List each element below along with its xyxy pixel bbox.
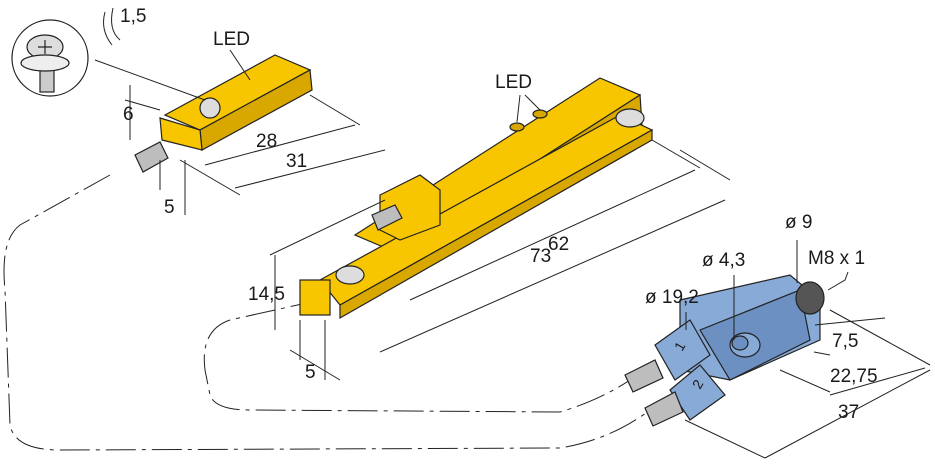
small-led-label: LED (213, 29, 250, 50)
small-height-label: 6 (123, 104, 134, 125)
large-led-label: LED (495, 72, 532, 93)
splitter (624, 274, 825, 427)
length-label: 37 (838, 402, 859, 423)
large-sensor (299, 77, 654, 320)
screw-detail (11, 7, 121, 97)
screw-size-label: 1,5 (120, 6, 146, 27)
small-length-outer-label: 31 (286, 151, 307, 172)
dim-a-label: 7,5 (832, 331, 858, 352)
body-diameter-label: ø 19,2 (645, 287, 699, 308)
hole-diameter-label: ø 4,3 (702, 250, 745, 271)
large-length-inner-label: 62 (548, 234, 569, 255)
connector-diameter-label: ø 9 (785, 212, 812, 233)
large-height-label: 14,5 (248, 284, 285, 305)
large-length-outer-label: 73 (530, 246, 551, 267)
small-sensor (134, 54, 313, 173)
dim-b-label: 22,75 (830, 366, 878, 387)
small-width-label: 5 (164, 197, 175, 218)
large-width-label: 5 (305, 362, 316, 383)
cable-path (3, 174, 651, 451)
thread-label: M8 x 1 (808, 248, 865, 269)
